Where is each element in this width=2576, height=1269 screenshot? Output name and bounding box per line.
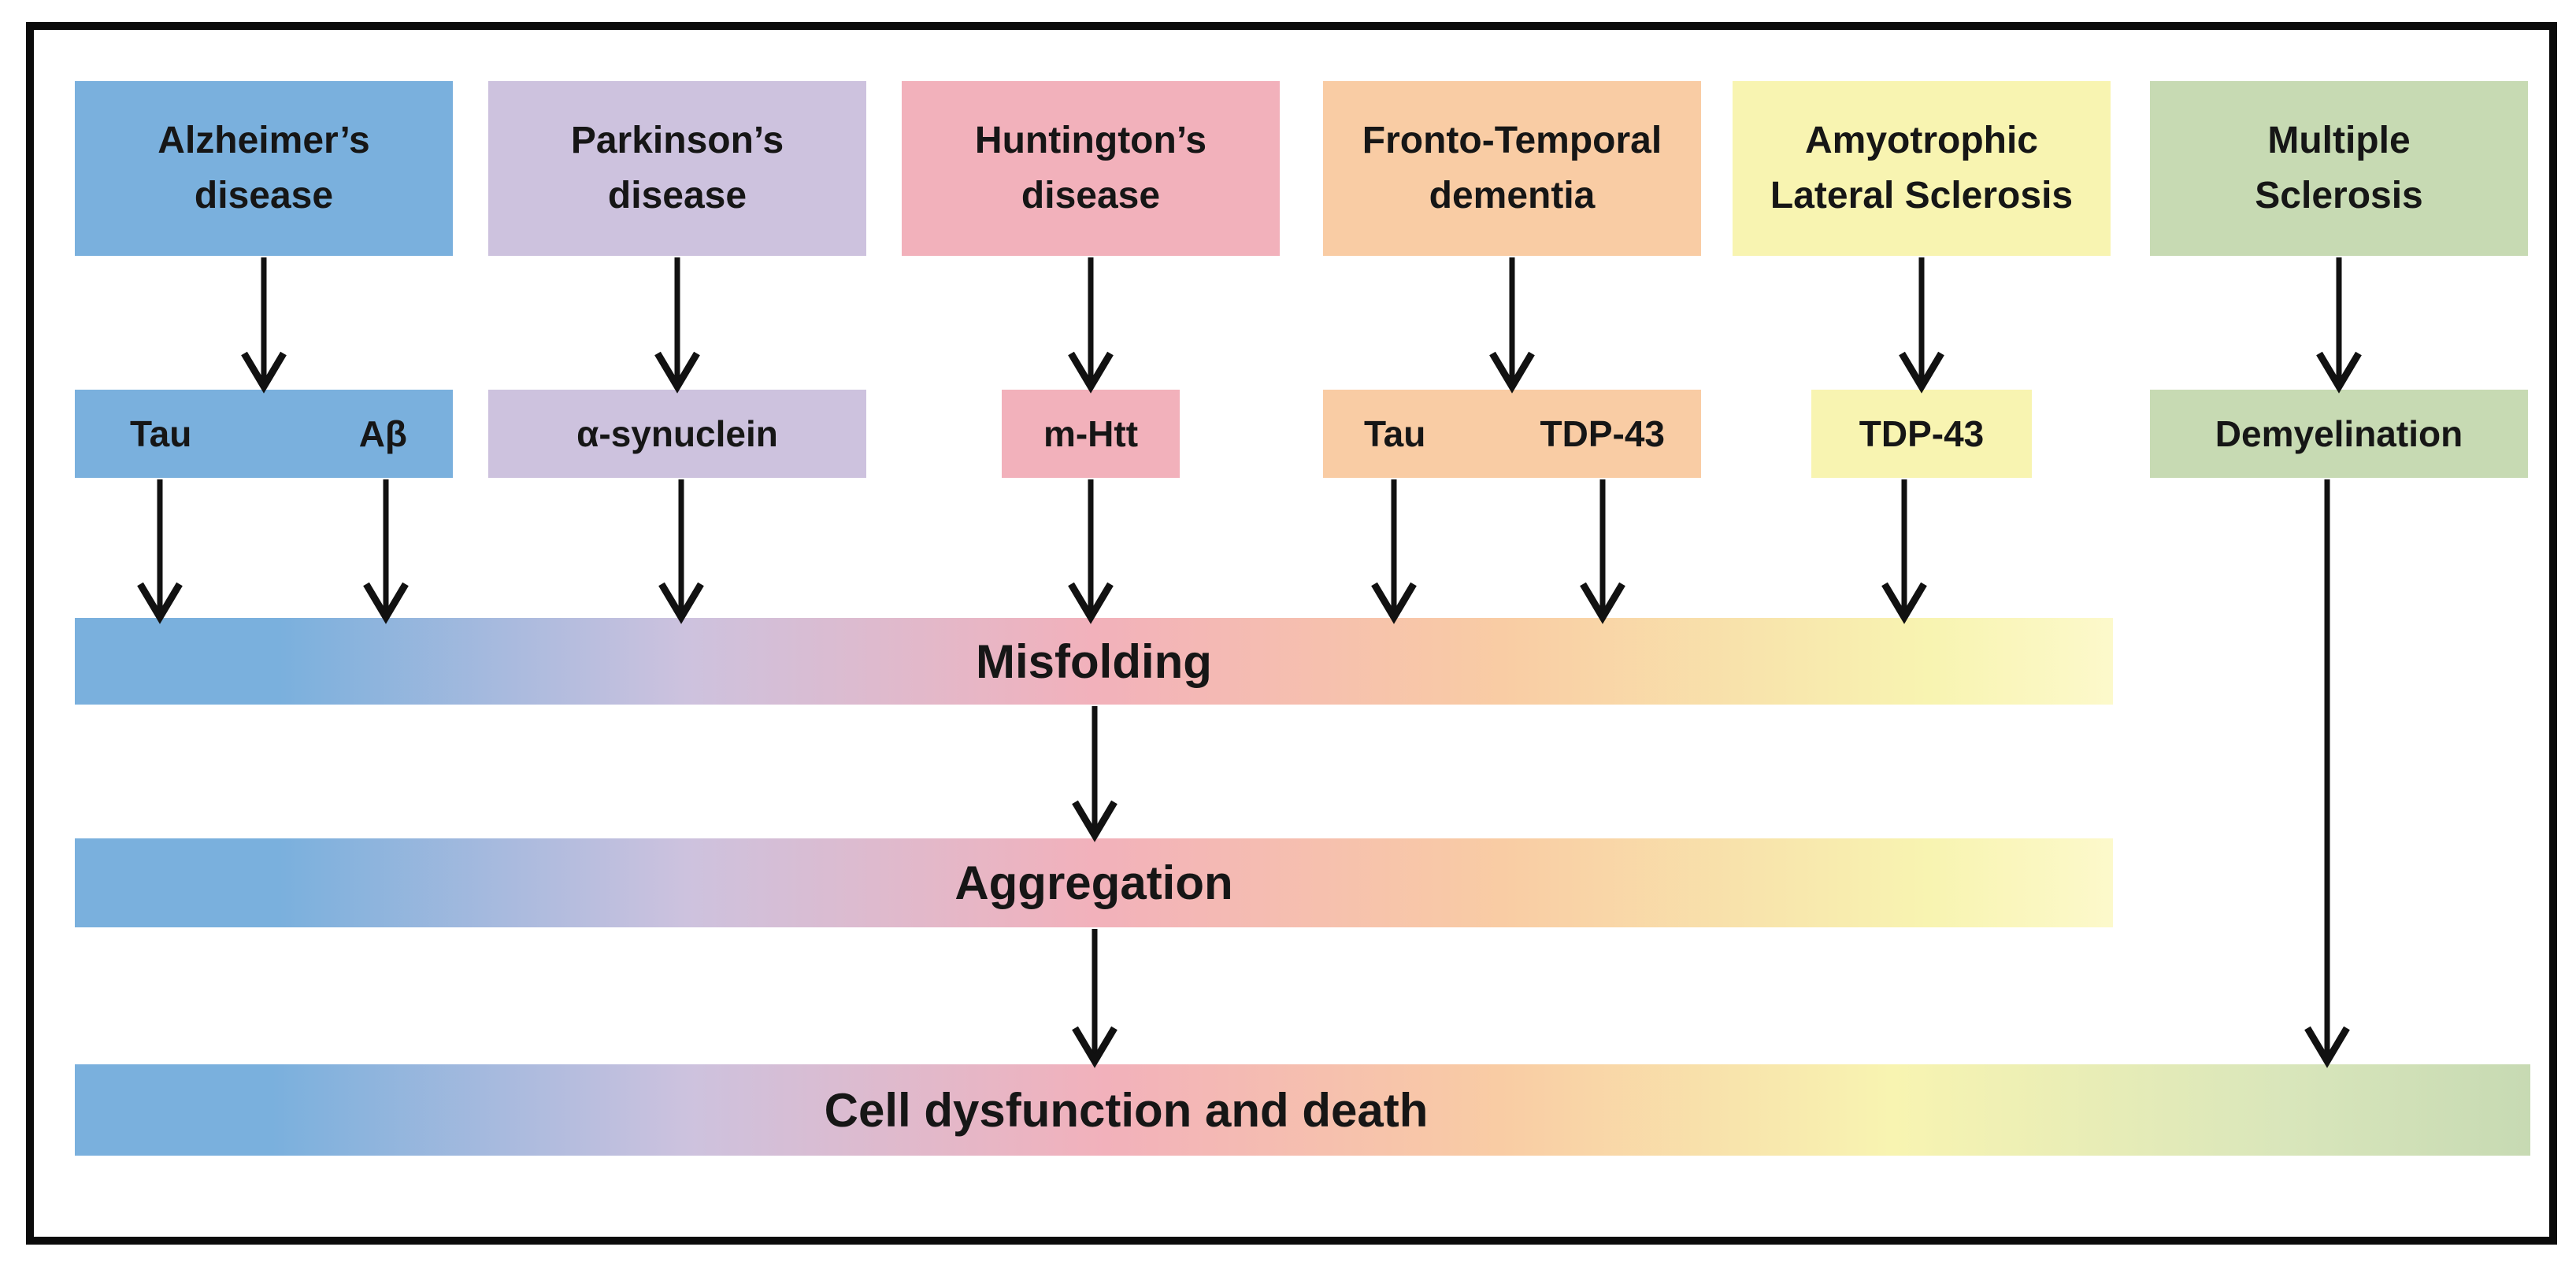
disease-box-parkinsons: Parkinson’s disease <box>488 81 866 256</box>
disease-label: Fronto-Temporal dementia <box>1362 113 1662 223</box>
disease-label: Multiple Sclerosis <box>2255 113 2422 223</box>
disease-label-line2: disease <box>1021 175 1161 216</box>
protein-label-mhtt: m-Htt <box>1043 413 1139 454</box>
disease-label-line1: Fronto-Temporal <box>1362 120 1662 162</box>
stage-label-misfolding: Misfolding <box>976 634 1212 688</box>
disease-label: Amyotrophic Lateral Sclerosis <box>1770 113 2073 223</box>
disease-label-line1: Alzheimer’s <box>158 120 370 162</box>
protein-box-alzheimers: Tau Aβ <box>75 390 453 478</box>
disease-label-line2: disease <box>607 175 747 216</box>
protein-box-asynuclein: α-synuclein <box>488 390 866 478</box>
disease-label: Huntington’s disease <box>975 113 1206 223</box>
disease-label-line1: Huntington’s <box>974 120 1207 162</box>
disease-label-line2: Lateral Sclerosis <box>1770 175 2074 216</box>
disease-box-frontotemporal-dementia: Fronto-Temporal dementia <box>1323 81 1701 256</box>
disease-label-line2: dementia <box>1429 175 1596 216</box>
disease-label: Alzheimer’s disease <box>158 113 369 223</box>
disease-label-line1: Amyotrophic <box>1804 120 2038 162</box>
protein-box-mhtt: m-Htt <box>1002 390 1180 478</box>
stage-label-wrap: Cell dysfunction and death <box>75 1083 2178 1138</box>
protein-label-asynuclein: α-synuclein <box>576 413 778 454</box>
stage-bar-cell-dysfunction: Cell dysfunction and death <box>75 1064 2530 1156</box>
stage-label-aggregation: Aggregation <box>954 856 1233 909</box>
stage-bar-aggregation: Aggregation <box>75 838 2113 927</box>
stage-bar-misfolding: Misfolding <box>75 618 2113 705</box>
disease-label-line2: disease <box>194 175 334 216</box>
protein-label-demyelination: Demyelination <box>2215 413 2463 454</box>
protein-label-tdp43-als: TDP-43 <box>1859 413 1985 454</box>
protein-label-tau-ad: Tau <box>130 413 192 454</box>
protein-box-frontotemporal: Tau TDP-43 <box>1323 390 1701 478</box>
disease-label-line1: Multiple <box>2267 120 2411 162</box>
protein-box-demyelination: Demyelination <box>2150 390 2528 478</box>
protein-label-tau-ftd: Tau <box>1364 413 1426 454</box>
disease-label: Parkinson’s disease <box>571 113 784 223</box>
disease-box-amyotrophic-lateral-sclerosis: Amyotrophic Lateral Sclerosis <box>1733 81 2111 256</box>
protein-box-tdp43-als: TDP-43 <box>1811 390 2032 478</box>
disease-box-alzheimers: Alzheimer’s disease <box>75 81 453 256</box>
disease-box-huntingtons: Huntington’s disease <box>902 81 1280 256</box>
stage-label-cell-dysfunction: Cell dysfunction and death <box>824 1083 1429 1137</box>
disease-box-multiple-sclerosis: Multiple Sclerosis <box>2150 81 2528 256</box>
disease-label-line2: Sclerosis <box>2255 175 2423 216</box>
disease-label-line1: Parkinson’s <box>570 120 784 162</box>
protein-label-tdp43-ftd: TDP-43 <box>1540 413 1665 454</box>
protein-label-abeta: Aβ <box>358 413 407 454</box>
